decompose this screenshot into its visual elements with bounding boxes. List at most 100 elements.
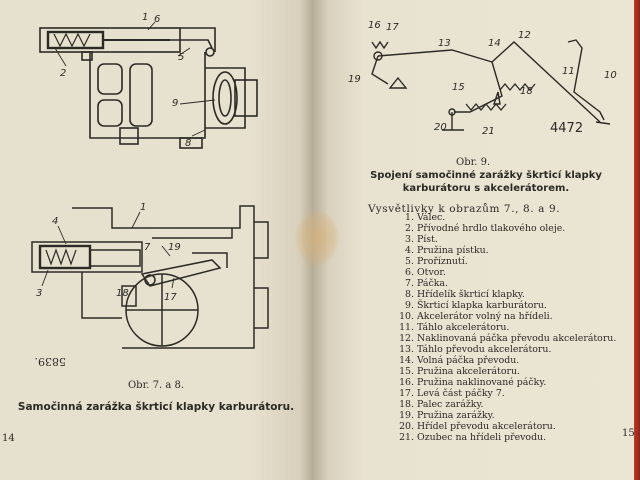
legend-item-text: Palec zarážky. [417,399,484,410]
callout-17: 17 [386,22,399,33]
callout-19: 19 [348,74,361,85]
legend-title: Vysvětlivky k obrazům 7., 8. a 9. [368,203,561,215]
legend-item-number: 11. [399,322,414,333]
legend-item-text: Akcelerátor volný na hřídeli. [417,311,553,322]
callout-6: 6 [154,14,160,25]
legend-item: 18.Palec zarážky. [392,399,616,410]
callout-18: 18 [116,288,129,299]
callout-14: 14 [488,38,501,49]
callout-7: 7 [144,242,151,253]
callout-2: 2 [60,68,66,79]
figure-9-caption-title: Spojení samočinné zarážky škrticí klapky… [370,170,602,194]
legend-item: 21.Ozubec na hřídeli převodu. [392,432,616,443]
callout-4: 4 [52,216,58,227]
callout-3: 3 [36,288,42,299]
legend-item-text: Táhlo akcelerátoru. [417,322,510,333]
callout-9: 9 [172,98,178,109]
legend-item: 11.Táhlo akcelerátoru. [392,322,616,333]
legend-item-text: Hřídelík škrticí klapky. [417,289,525,300]
legend-item-text: Pružina naklinované páčky. [417,377,547,388]
callout-18: 18 [520,86,533,97]
legend-item-text: Naklinovaná páčka převodu akcelerátoru. [417,333,617,344]
callout-16: 16 [368,20,381,31]
page-number-right: 15 [622,428,635,439]
legend-item-text: Proříznutí. [417,256,468,267]
legend-item-number: 16. [399,377,414,388]
legend-item: 10.Akcelerátor volný na hřídeli. [392,311,616,322]
page-number-left: 14 [2,433,15,444]
legend-item-number: 17. [399,388,414,399]
callout-12: 12 [518,30,531,41]
legend-item-number: 15. [399,366,414,377]
callout-21: 21 [482,126,495,137]
legend-item: 19.Pružina zarážky. [392,410,616,421]
figure-stamp-5839: 5839. [35,355,67,368]
callout-17: 17 [164,292,177,303]
legend-item: 17.Levá část páčky 7. [392,388,616,399]
legend-item-text: Pružina akcelerátoru. [417,366,520,377]
legend-item: 6.Otvor. [392,267,616,278]
water-stain [295,210,339,266]
legend-item-text: Táhlo převodu akcelerátoru. [417,344,552,355]
legend-item: 14.Volná páčka převodu. [392,355,616,366]
legend-item: 16.Pružina naklinované páčky. [392,377,616,388]
legend-item: 5.Proříznutí. [392,256,616,267]
legend-item-number: 7. [405,278,414,289]
callout-11: 11 [562,66,575,77]
legend-item: 2.Přívodné hrdlo tlakového oleje. [392,223,616,234]
legend-item-number: 21. [399,432,414,443]
callout-5: 5 [178,52,184,63]
legend-item-text: Škrticí klapka karburátoru. [417,300,547,311]
figure-caption-title: Samočinná zarážka škrticí klapky karburá… [17,401,295,413]
legend-item-text: Válec. [417,212,446,223]
callout-1: 1 [142,12,148,23]
legend-item-text: Volná páčka převodu. [417,355,520,366]
legend-item-text: Páčka. [417,278,448,289]
figure-9-caption-number: Obr. 9. [456,157,491,168]
legend-item-text: Přívodné hrdlo tlakového oleje. [417,223,566,234]
callout-13: 13 [438,38,451,49]
left-page: 6 1 5 2 9 8 [0,0,312,480]
figure-stamp-4472: 4472 [550,121,583,136]
legend-item-number: 6. [405,267,414,278]
callout-1: 1 [140,202,146,213]
callout-19: 19 [168,242,181,253]
legend-item: 9.Škrticí klapka karburátoru. [392,300,616,311]
callout-8: 8 [185,138,191,149]
legend-item-number: 5. [405,256,414,267]
legend-item-number: 2. [405,223,414,234]
figure-7-drawing: 6 1 5 2 9 8 [39,12,258,149]
callout-20: 20 [434,122,447,133]
red-book-cover-edge [634,0,640,480]
legend-item-number: 10. [399,311,414,322]
legend-item-number: 12. [399,333,414,344]
legend-item-number: 9. [405,300,414,311]
legend-item-number: 3. [405,234,414,245]
figure-8-drawing: 5839. 4 1 3 7 19 18 17 [31,202,269,368]
callout-15: 15 [452,82,465,93]
legend-item: 15.Pružina akcelerátoru. [392,366,616,377]
legend-list: 1.Válec.2.Přívodné hrdlo tlakového oleje… [392,212,616,443]
legend-item-number: 18. [399,399,414,410]
legend-item-text: Levá část páčky 7. [417,388,505,399]
legend-item: 12.Naklinovaná páčka převodu akcelerátor… [392,333,616,344]
callout-10: 10 [604,70,617,81]
legend-item-number: 8. [405,289,414,300]
legend-item-number: 13. [399,344,414,355]
legend-item-text: Otvor. [417,267,446,278]
legend-item: 7.Páčka. [392,278,616,289]
legend-item-text: Pružina pístku. [417,245,489,256]
legend-item: 3.Píst. [392,234,616,245]
legend-item-number: 20. [399,421,414,432]
legend-item-number: 14. [399,355,414,366]
legend-item-text: Pružina zarážky. [417,410,495,421]
legend-item: 8.Hřídelík škrticí klapky. [392,289,616,300]
legend-item-text: Ozubec na hřídeli převodu. [417,432,547,443]
figure-caption-number: Obr. 7. a 8. [127,380,185,391]
legend-item: 1.Válec. [392,212,616,223]
legend-item-number: 19. [399,410,414,421]
legend-item-text: Píst. [417,234,438,245]
legend-item-text: Hřídel převodu akcelerátoru. [417,421,556,432]
right-page: 4472 16 17 13 14 12 19 15 18 11 10 20 21 [312,0,634,480]
